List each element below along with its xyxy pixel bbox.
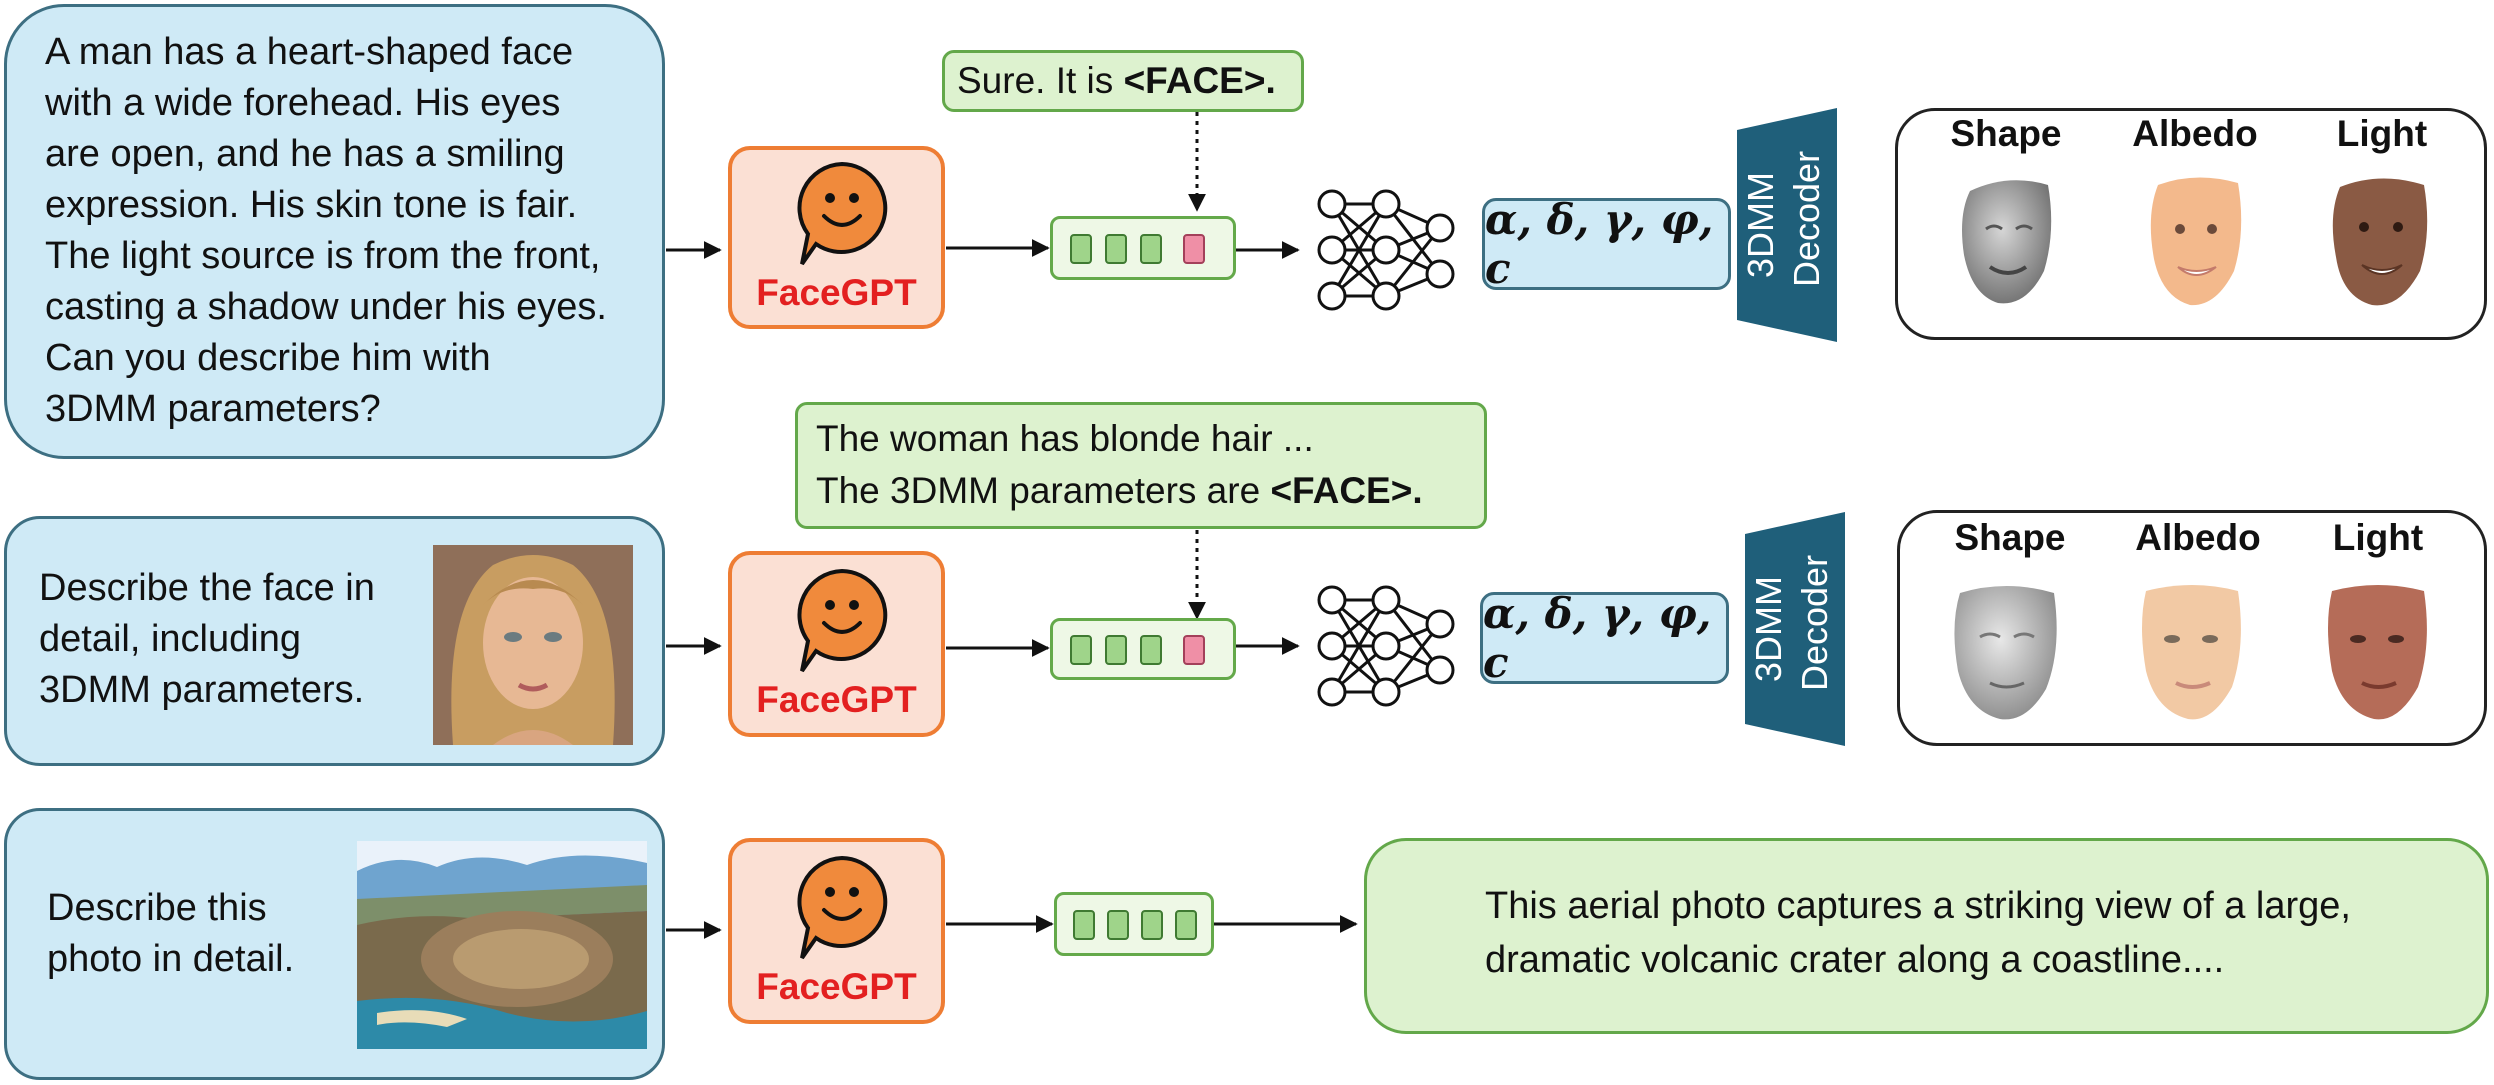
shape-render <box>1954 586 2057 720</box>
token-sequence <box>1050 618 1236 680</box>
decoder-label: 3DMM Decoder <box>1746 554 1846 691</box>
3dmm-parameters-box: α, δ, γ, φ, c <box>1482 195 1731 293</box>
image-prompt-box: Describe this photo in detail. <box>4 808 665 1080</box>
output-label-albedo: Albedo <box>2135 517 2261 558</box>
3dmm-decoder-trapezoid <box>1737 108 1837 342</box>
facegpt-label: FaceGPT <box>756 679 917 720</box>
text-token <box>1175 910 1197 940</box>
albedo-render <box>2142 585 2241 720</box>
token-sequence <box>1054 892 1214 956</box>
albedo-render <box>2150 177 2242 306</box>
text-token <box>1107 910 1129 940</box>
token-sequence <box>1050 216 1236 280</box>
decoder-label-line2: Decoder <box>1786 150 1827 287</box>
decoder-output-box: Shape Albedo Light <box>1895 108 2487 340</box>
face-token-label: <FACE>. <box>1270 470 1423 511</box>
response-text-line1: The woman has blonde hair ... <box>816 418 1314 459</box>
face-token <box>1183 635 1205 665</box>
facegpt-label: FaceGPT <box>756 272 917 313</box>
facegpt-model-box: FaceGPT <box>728 146 945 329</box>
response-bubble: Sure. It is <FACE>. <box>942 50 1304 112</box>
answer-text: This aerial photo captures a striking vi… <box>1485 885 2351 981</box>
text-token <box>1070 234 1092 264</box>
face-token-label: <FACE>. <box>1123 60 1276 101</box>
text-token <box>1073 910 1095 940</box>
shape-render <box>1962 180 2052 304</box>
smiley-chat-icon <box>797 855 888 960</box>
light-render <box>2332 178 2428 306</box>
output-label-shape: Shape <box>1950 113 2062 154</box>
output-label-shape: Shape <box>1954 517 2066 558</box>
text-token <box>1140 234 1162 264</box>
response-text-line2: The 3DMM parameters are <box>816 470 1271 511</box>
neural-network-icon <box>1317 189 1455 311</box>
crater-photo <box>357 841 647 1049</box>
output-label-albedo: Albedo <box>2132 113 2258 154</box>
decoder-label-line1: 3DMM <box>1740 172 1781 278</box>
text-token <box>1141 910 1163 940</box>
light-render <box>2328 585 2427 720</box>
output-label-light: Light <box>2332 517 2424 558</box>
decoder-label: 3DMM Decoder <box>1738 150 1838 287</box>
3dmm-decoder-trapezoid <box>1745 512 1845 746</box>
decoder-label-line1: 3DMM <box>1748 576 1789 682</box>
text-prompt-box: A man has a heart-shaped face with a wid… <box>4 4 665 459</box>
neural-network-icon <box>1317 585 1455 707</box>
response-text: Sure. It is <box>957 60 1124 101</box>
text-answer-bubble: This aerial photo captures a striking vi… <box>1364 838 2489 1034</box>
prompt-text: Describe this photo in detail. <box>47 887 295 980</box>
smiley-chat-icon <box>797 161 888 266</box>
text-token <box>1105 234 1127 264</box>
text-token <box>1105 635 1127 665</box>
decoder-label-line2: Decoder <box>1794 554 1835 691</box>
facegpt-label: FaceGPT <box>756 966 917 1007</box>
prompt-text: A man has a heart-shaped face with a wid… <box>45 31 607 430</box>
smiley-chat-icon <box>797 568 888 673</box>
response-bubble: The woman has blonde hair ... The 3DMM p… <box>795 402 1487 529</box>
prompt-text: Describe the face in detail, including 3… <box>39 567 375 711</box>
text-token <box>1070 635 1092 665</box>
output-label-light: Light <box>2336 113 2428 154</box>
3dmm-parameters-box: α, δ, γ, φ, c <box>1480 589 1729 687</box>
facegpt-model-box: FaceGPT <box>728 838 945 1024</box>
portrait-photo <box>433 545 633 745</box>
text-token <box>1140 635 1162 665</box>
image-prompt-box: Describe the face in detail, including 3… <box>4 516 665 766</box>
face-token <box>1183 234 1205 264</box>
decoder-output-box: Shape Albedo Light <box>1897 510 2487 746</box>
facegpt-model-box: FaceGPT <box>728 551 945 737</box>
